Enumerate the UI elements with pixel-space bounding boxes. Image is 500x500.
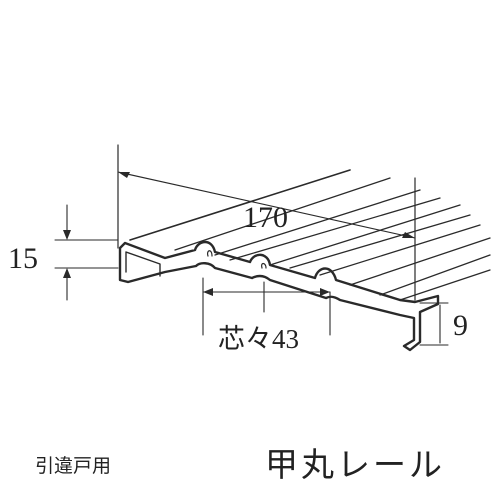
rail-cross-section — [118, 240, 440, 352]
height-dimension — [54, 204, 119, 301]
width-dimension — [117, 144, 416, 301]
width-label: 170 — [243, 201, 288, 234]
usage-caption: 引違戸用 — [35, 455, 111, 477]
product-name-caption: 甲丸レール — [265, 445, 445, 484]
pitch-dimension — [202, 277, 331, 336]
rail-top-surface — [129, 169, 491, 301]
pitch-label: 芯々43 — [218, 324, 299, 354]
end-height-dimension — [419, 302, 449, 346]
height-label: 15 — [8, 242, 38, 275]
end-height-label: 9 — [453, 309, 468, 342]
